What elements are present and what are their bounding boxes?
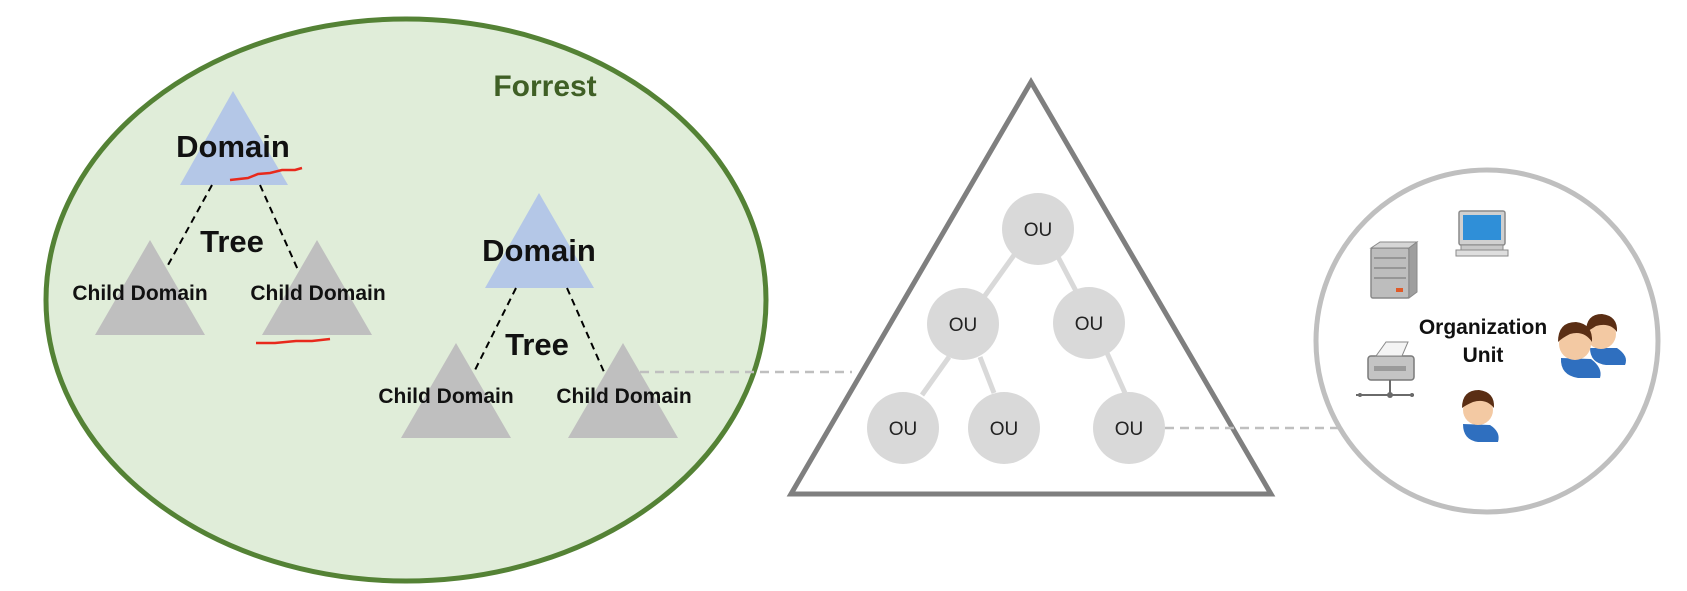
org-unit-label-line2: Unit (1463, 344, 1504, 367)
ou-node (968, 392, 1040, 464)
forest-title: Forrest (493, 70, 596, 103)
tree-link (167, 184, 213, 266)
users-icon (1558, 314, 1626, 378)
red-underline-mark (229, 166, 303, 182)
ou-link (919, 355, 952, 397)
server-icon (1369, 241, 1419, 299)
ou-node (1053, 287, 1125, 359)
org-unit-label-line1: Organization (1419, 316, 1547, 339)
ou-label: OU (1115, 419, 1144, 440)
ou-label: OU (949, 315, 978, 336)
ou-label: OU (1024, 220, 1053, 241)
domain-triangle (485, 193, 594, 288)
user-icon (1462, 390, 1499, 442)
ou-container-triangle (786, 77, 1276, 497)
printer-icon (1356, 341, 1415, 398)
tree-label: Tree (200, 224, 264, 259)
tree-link (259, 184, 299, 271)
domain-triangle (180, 91, 288, 185)
tree-2: Domain Tree Child Domain Child Domain (378, 193, 692, 438)
tree-link (473, 287, 517, 373)
child-domain-label: Child Domain (556, 385, 691, 408)
child-domain-label: Child Domain (250, 282, 385, 305)
child-domain-triangle (262, 240, 372, 335)
tree-1: Domain Tree Child Domain Child Domain (72, 91, 386, 345)
tree-link (566, 287, 605, 373)
ou-link (977, 356, 997, 394)
tree-label: Tree (505, 327, 569, 362)
ou-node (867, 392, 939, 464)
child-domain-triangle (95, 240, 205, 335)
child-domain-label: Child Domain (378, 385, 513, 408)
ou-label: OU (889, 419, 918, 440)
child-domain-triangle (568, 343, 678, 438)
ou-label: OU (990, 419, 1019, 440)
monitor-icon (1455, 210, 1509, 257)
organization-unit: Organization Unit (1313, 167, 1661, 515)
red-underline-mark (256, 337, 331, 345)
ou-link (1054, 253, 1080, 295)
ou-link (981, 249, 1020, 299)
domain-label: Domain (482, 233, 596, 268)
child-domain-triangle (401, 343, 511, 438)
ou-link (1104, 351, 1128, 395)
ou-node (927, 288, 999, 360)
ou-node (1002, 193, 1074, 265)
ou-hierarchy: OU OU OU OU OU OU (786, 77, 1276, 497)
ou-node (1093, 392, 1165, 464)
ou-label: OU (1075, 314, 1104, 335)
domain-label: Domain (176, 129, 290, 164)
child-domain-label: Child Domain (72, 282, 207, 305)
